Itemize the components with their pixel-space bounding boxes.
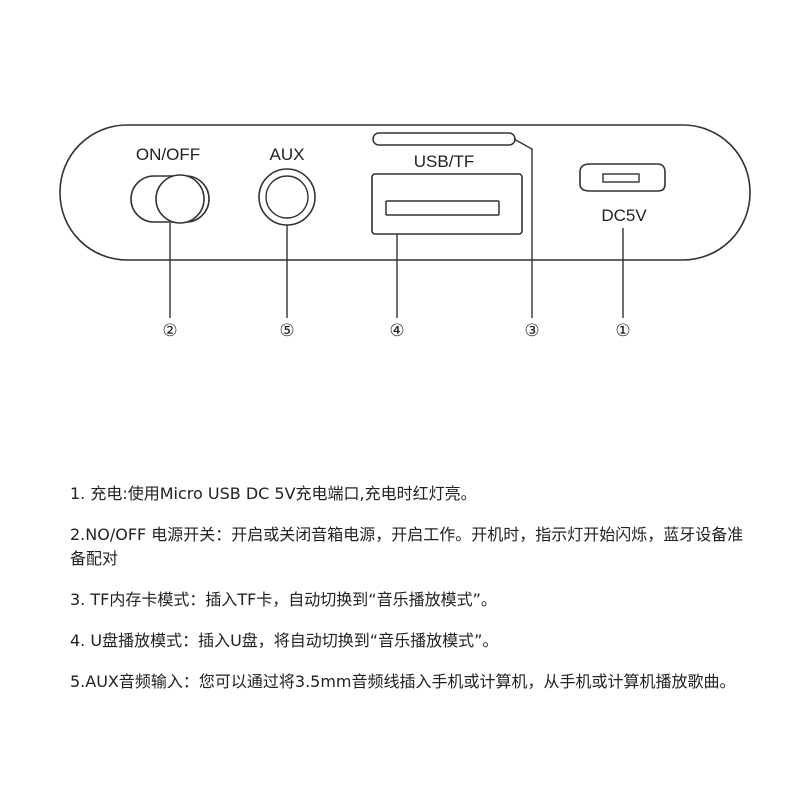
device-panel-outline — [59, 124, 751, 261]
note-tf-card: 3. TF内存卡模式：插入TF卡，自动切换到“音乐播放模式”。 — [70, 590, 497, 609]
callout-2: ② — [162, 321, 177, 341]
note-aux-input: 5.AUX音频输入：您可以通过将3.5mm音频线插入手机或计算机，从手机或计算机… — [70, 672, 736, 691]
device-port-diagram: ON/OFF AUX USB/TF DC5V ② ⑤ ④ ③ ① — [59, 124, 751, 341]
instructions-list: 1. 充电:使用Micro USB DC 5V充电端口,充电时红灯亮。 2.NO… — [70, 482, 750, 711]
callout-4: ④ — [389, 321, 404, 341]
usb-port — [371, 173, 523, 235]
callout-5: ⑤ — [279, 321, 294, 341]
aux-label: AUX — [270, 145, 305, 164]
callout-3: ③ — [524, 321, 539, 341]
note-usb-drive: 4. U盘播放模式：插入U盘，将自动切换到“音乐播放模式”。 — [70, 631, 499, 650]
usb-tf-label: USB/TF — [414, 152, 474, 171]
leader-line-3 — [513, 138, 533, 318]
note-power-switch: 2.NO/OFF 电源开关：开启或关闭音箱电源，开启工作。开机时，指示灯开始闪烁… — [70, 525, 744, 568]
aux-jack — [258, 168, 316, 226]
note-charging: 1. 充电:使用Micro USB DC 5V充电端口,充电时红灯亮。 — [70, 484, 477, 503]
dc5v-label: DC5V — [601, 206, 647, 225]
power-switch — [130, 174, 210, 224]
micro-usb-port — [579, 163, 666, 192]
on-off-label: ON/OFF — [136, 145, 200, 164]
tf-card-slot — [372, 132, 516, 146]
callout-1: ① — [615, 321, 630, 341]
